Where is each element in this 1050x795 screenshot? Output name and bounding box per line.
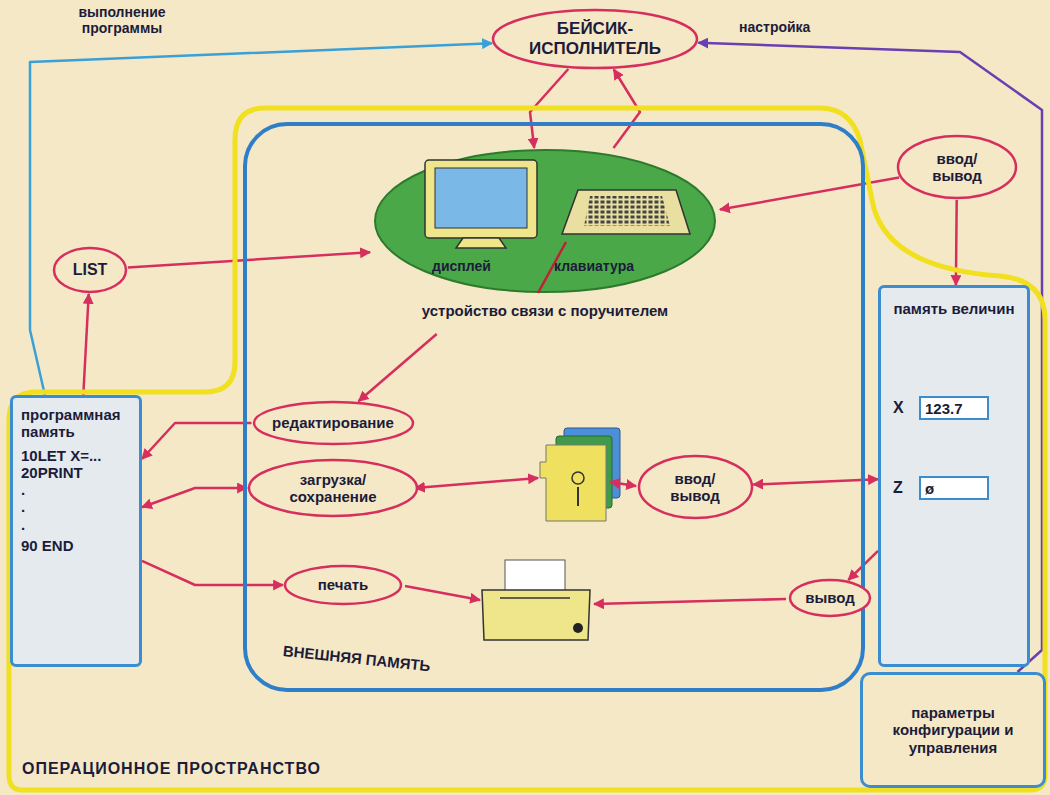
variable-name: X xyxy=(893,399,919,417)
program-memory-box: программная память 10LET X=...20PRINT... 9… xyxy=(10,395,142,667)
code-line: 20PRINT xyxy=(21,464,131,481)
connector-arrow xyxy=(128,252,370,267)
connector-arrow xyxy=(142,561,283,585)
printer-arrow xyxy=(405,586,480,600)
disk-arrow xyxy=(610,482,636,486)
oval-outline xyxy=(54,248,126,292)
oval-label: ввод/ вывод xyxy=(652,470,739,505)
oval-outline xyxy=(493,10,697,68)
text-column: редактирование xyxy=(267,414,400,431)
connector-arrow xyxy=(753,479,878,484)
text-column: параметры конфигурации и управления xyxy=(870,704,1036,756)
config-box: параметры конфигурации и управления xyxy=(860,672,1046,788)
region-title: ВНЕШНЯЯ ПАМЯТЬ xyxy=(282,642,431,675)
io-oval: ввод/ вывод xyxy=(896,134,1018,200)
device-ellipse xyxy=(375,150,715,292)
oval-label: ввод/ вывод xyxy=(911,150,1003,185)
user-device-ellipse: устройство связи с поручителем дисплей кла… xyxy=(370,148,720,334)
external-memory-region: ВНЕШНЯЯ ПАМЯТЬ устройство связи с поручит… xyxy=(243,122,865,692)
variable-value: ø xyxy=(925,480,983,497)
text-column: ввод/ вывод xyxy=(652,470,739,505)
code-line: . xyxy=(21,516,131,533)
box-title: память величин xyxy=(887,300,1021,317)
oval-outline xyxy=(249,460,417,516)
output-oval: вывод xyxy=(788,578,872,618)
disk-icon xyxy=(540,428,620,521)
value-row: X 123.7 xyxy=(893,396,989,420)
connector-arrow xyxy=(142,488,247,507)
oval-label: редактирование xyxy=(272,414,394,431)
box-label: параметры конфигурации и управления xyxy=(870,704,1036,756)
command-oval: LIST xyxy=(52,246,128,294)
printer-arrow xyxy=(594,599,786,604)
oval-label: БЕЙСИК-ИСПОЛНИТЕЛЬ xyxy=(506,19,684,58)
connector-arrow xyxy=(359,334,437,401)
code-line: 10LET X=... xyxy=(21,447,131,464)
edge-label: настройка xyxy=(736,18,813,36)
text-column: программная память 10LET X=...20PRINT... 9… xyxy=(21,406,131,554)
device-caption: устройство связи с поручителем xyxy=(370,302,720,319)
text-column: загрузка/ сохранение xyxy=(262,471,404,506)
value-row: Zø xyxy=(893,476,989,500)
value-cell: 123.7 xyxy=(919,396,989,420)
interpreter-oval: БЕЙСИК-ИСПОЛНИТЕЛЬ xyxy=(491,8,699,70)
connector-arrow xyxy=(30,43,492,395)
edge-label: выполнение программы xyxy=(60,3,184,37)
print-oval: печать xyxy=(283,564,403,606)
text-column: ввод/ вывод xyxy=(911,150,1003,185)
oval-outline xyxy=(285,566,401,604)
oval-outline xyxy=(898,136,1016,198)
region-outline xyxy=(9,108,1045,790)
oval-label: вывод xyxy=(805,589,855,606)
oval-outline xyxy=(254,402,413,444)
printer-icon xyxy=(482,560,590,640)
oval-label: LIST xyxy=(73,261,108,279)
oval-outline xyxy=(639,456,752,518)
disk-arrow xyxy=(415,478,538,488)
region-outline xyxy=(9,108,1045,790)
variable-name: Z xyxy=(893,479,919,497)
variable-value: 123.7 xyxy=(925,400,983,417)
connector-arrow xyxy=(142,423,252,459)
keyboard-label: клавиатура xyxy=(554,258,634,274)
connector-arrow xyxy=(698,43,1042,672)
oval-label: загрузка/ сохранение xyxy=(262,471,404,506)
code-line: . xyxy=(21,498,131,515)
region-title: ОПЕРАЦИОННОЕ ПРОСТРАНСТВО xyxy=(22,760,321,778)
connector-arrow xyxy=(83,294,88,395)
keyboard-icon xyxy=(562,190,690,234)
io-oval: ввод/ вывод xyxy=(637,454,754,520)
monitor-icon xyxy=(425,160,537,248)
variable-memory-box: память величинX 123.7Zø xyxy=(878,285,1030,667)
text-column: вывод xyxy=(803,589,857,606)
oval-label: печать xyxy=(318,576,369,593)
operating-space-region: ОПЕРАЦИОННОЕ ПРОСТРАНСТВО ВНЕШНЯЯ ПАМЯТЬ у… xyxy=(8,106,1048,792)
value-cell: ø xyxy=(919,476,989,500)
region-outline xyxy=(245,124,863,690)
code-line: . xyxy=(21,481,131,498)
code-line: 90 END xyxy=(21,537,131,554)
edit-oval: редактирование xyxy=(252,400,415,446)
oval-outline xyxy=(790,580,870,616)
load-save-oval: загрузка/ сохранение xyxy=(247,458,419,518)
box-title: программная память xyxy=(21,406,131,441)
display-label: дисплей xyxy=(432,258,491,274)
text-column: печать xyxy=(298,576,388,593)
text-column: БЕЙСИК-ИСПОЛНИТЕЛЬ xyxy=(506,19,684,58)
text-column: LIST xyxy=(67,261,113,279)
